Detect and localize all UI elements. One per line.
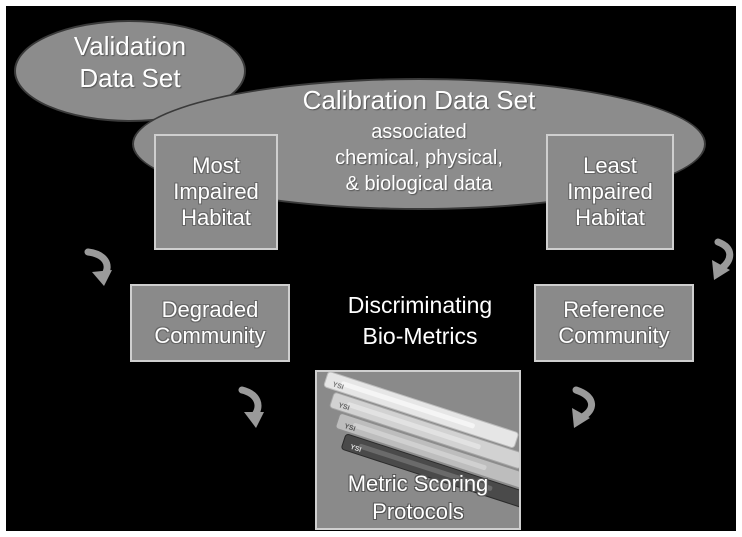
degraded-community-label: Degraded Community xyxy=(154,297,266,348)
rulers-image: YSI YSI YSI YSI xyxy=(323,372,519,511)
most-impaired-habitat-box: Most Impaired Habitat xyxy=(154,134,278,250)
metric-scoring-protocols-box: YSI YSI YSI YSI Metric Scoring Protocols xyxy=(315,370,521,530)
discriminating-bio-metrics-label: Discriminating Bio-Metrics xyxy=(347,292,493,349)
ruler-brand-3: YSI xyxy=(343,423,356,433)
ruler-brand-4: YSI xyxy=(349,444,362,454)
curved-arrow-icon xyxy=(238,386,264,428)
ruler-brand-1: YSI xyxy=(332,381,345,391)
validation-data-set-label: Validation Data Set xyxy=(73,31,187,93)
least-impaired-habitat-box: Least Impaired Habitat xyxy=(546,134,674,250)
validation-data-set-ellipse xyxy=(14,20,246,122)
curved-arrow-icon xyxy=(572,386,595,428)
degraded-community-box: Degraded Community xyxy=(130,284,290,362)
most-impaired-habitat-label: Most Impaired Habitat xyxy=(173,153,259,230)
reference-community-box: Reference Community xyxy=(534,284,694,362)
calibration-data-set-title: Calibration Data Set xyxy=(302,85,536,115)
metric-scoring-protocols-label: Metric Scoring Protocols xyxy=(347,471,489,524)
ruler-brand-2: YSI xyxy=(337,402,350,412)
calibration-data-set-subtitle: associated chemical, physical, & biologi… xyxy=(335,121,503,195)
curved-arrow-icon xyxy=(712,238,734,280)
curved-arrow-icon xyxy=(84,248,112,286)
least-impaired-habitat-label: Least Impaired Habitat xyxy=(567,153,653,230)
reference-community-label: Reference Community xyxy=(558,297,670,348)
diagram-canvas: Validation Data Set Calibration Data Set… xyxy=(6,6,736,531)
